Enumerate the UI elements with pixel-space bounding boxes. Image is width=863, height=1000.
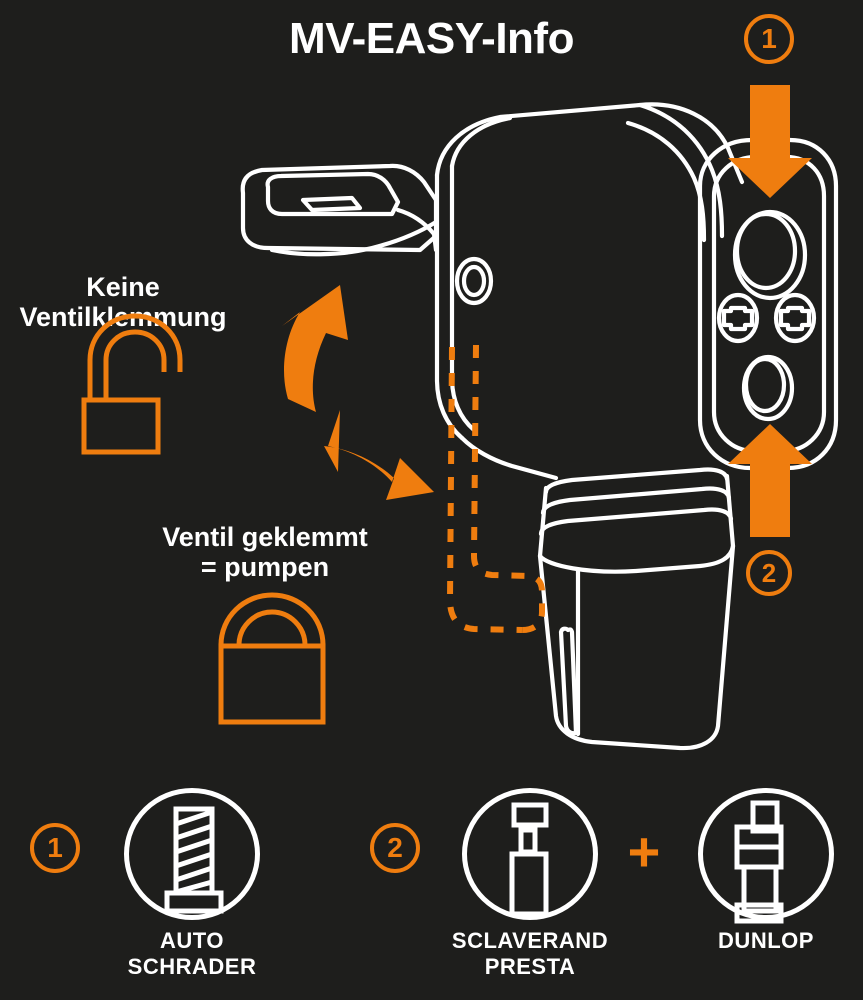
label-no-valve-clamping-line1: Keine — [86, 272, 160, 302]
callout-badge-2: 2 — [746, 550, 792, 596]
label-no-valve-clamping: Keine Ventilklemmung — [0, 272, 246, 332]
label-valve-clamped-line2: = pumpen — [200, 552, 330, 583]
label-valve-clamped-line1: Ventil geklemmt — [162, 522, 368, 552]
legend-badge-2: 2 — [370, 823, 420, 873]
label-no-valve-clamping-line2: Ventilklemmung — [19, 302, 227, 333]
legend-caption-schrader: AUTO SCHRADER — [102, 928, 282, 981]
legend-caption-schrader-line1: AUTO — [160, 928, 224, 953]
page-title: MV-EASY-Info — [289, 14, 574, 63]
legend-caption-schrader-line2: SCHRADER — [127, 954, 257, 980]
legend-caption-presta-line2: PRESTA — [484, 954, 576, 980]
legend-caption-presta-line1: SCLAVERAND — [451, 928, 609, 953]
legend-caption-presta: SCLAVERAND PRESTA — [450, 928, 610, 981]
label-valve-clamped: Ventil geklemmt = pumpen — [140, 522, 390, 582]
legend-circle-schrader — [124, 788, 260, 920]
legend-caption-dunlop-line1: DUNLOP — [718, 928, 814, 953]
legend-badge-1: 1 — [30, 823, 80, 873]
legend-circle-dunlop — [698, 788, 834, 920]
legend-circle-presta — [462, 788, 598, 920]
callout-badge-1: 1 — [744, 14, 794, 64]
legend-caption-dunlop: DUNLOP — [696, 928, 836, 954]
legend-plus-separator: + — [627, 820, 661, 883]
